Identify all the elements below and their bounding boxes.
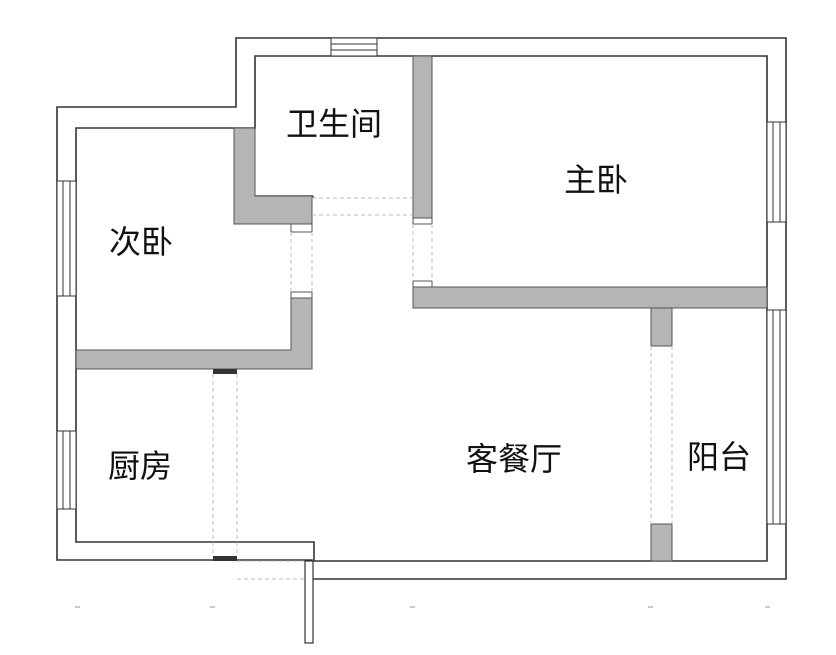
windows	[56, 37, 787, 525]
kitchen-thresholds	[213, 369, 237, 561]
wall-master-bottom	[412, 286, 768, 309]
window-kitchen	[56, 430, 77, 510]
window-master-bedroom	[766, 121, 787, 223]
door-openings	[212, 197, 673, 580]
label-second-bedroom: 次卧	[109, 223, 173, 261]
label-balcony: 阳台	[687, 438, 751, 476]
label-bathroom: 卫生间	[286, 105, 382, 143]
bottom-marks	[75, 606, 770, 608]
room-labels: 卫生间 主卧 次卧 厨房 客餐厅 阳台	[108, 105, 751, 485]
window-balcony	[766, 309, 787, 525]
interior-walls	[75, 55, 768, 562]
balcony-pier-bottom	[650, 523, 673, 562]
window-bathroom	[330, 37, 378, 57]
label-living-dining: 客餐厅	[466, 440, 562, 478]
window-second-bedroom	[56, 180, 77, 297]
wall-master-left	[412, 55, 433, 219]
door-jambs	[290, 217, 433, 299]
wall-second-bottom	[75, 296, 313, 370]
label-master-bedroom: 主卧	[564, 161, 628, 199]
label-kitchen: 厨房	[108, 447, 172, 485]
wall-bathroom-block	[233, 127, 313, 225]
entrance-door	[304, 560, 314, 644]
balcony-pier-top	[650, 307, 673, 347]
